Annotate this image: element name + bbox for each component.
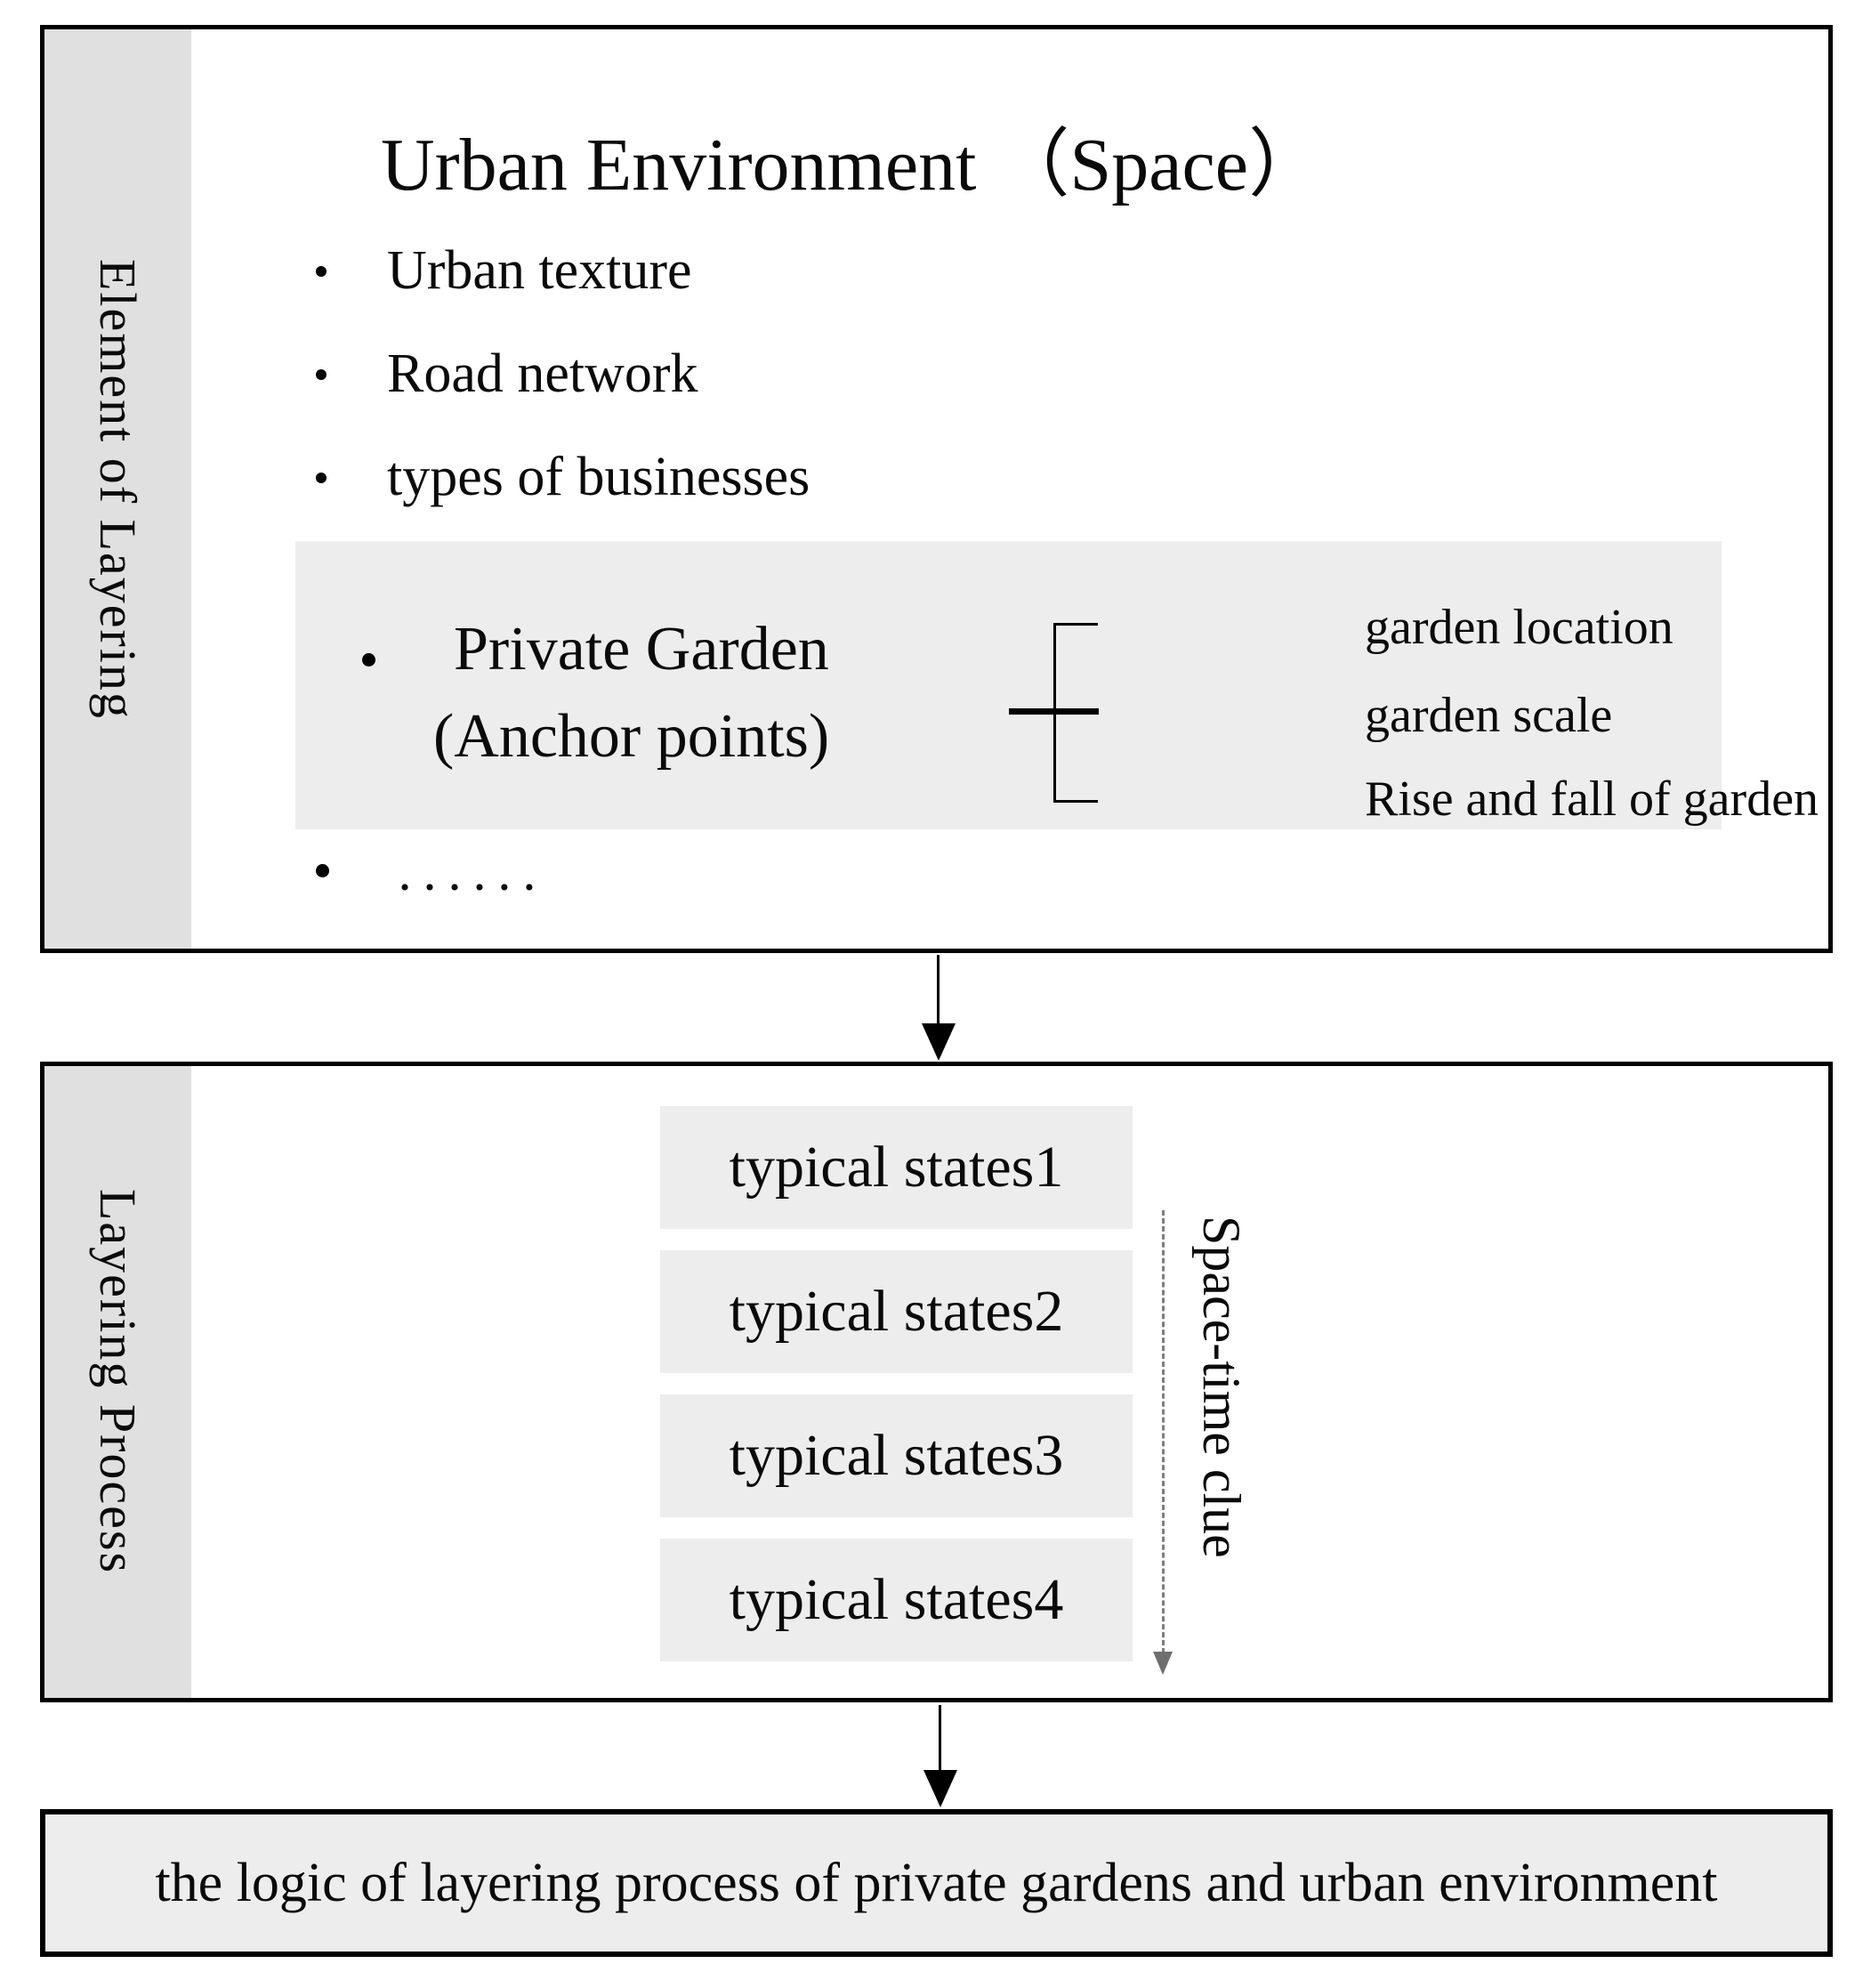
dashed-arrow-line <box>1162 1210 1165 1653</box>
branch-label: Rise and fall of garden <box>1365 772 1819 827</box>
bracket-bottom-tick <box>1053 800 1098 803</box>
conclusion-box: the logic of layering process of private… <box>40 1809 1833 1957</box>
box1-title: Urban Environment （Space） <box>381 124 1324 206</box>
down-arrow-icon <box>922 1023 956 1061</box>
bullet-icon <box>316 864 329 877</box>
typical-state-item: typical states2 <box>660 1250 1133 1373</box>
bullet-label: Urban texture <box>387 240 692 301</box>
down-arrow-line <box>937 955 940 1028</box>
typical-state-item: typical states3 <box>660 1394 1133 1517</box>
element-of-layering-box: Element of Layering Urban Environment （S… <box>40 25 1833 953</box>
ellipsis-label: ······ <box>396 858 545 917</box>
private-garden-label: Private Garden <box>454 615 829 683</box>
branch-label: garden location <box>1365 600 1673 655</box>
box2-sidebar-label: Layering Process <box>89 1189 147 1575</box>
down-arrow-line <box>939 1705 941 1774</box>
down-arrow-icon <box>923 1770 957 1807</box>
conclusion-label: the logic of layering process of private… <box>155 1852 1718 1913</box>
dashed-arrow-icon <box>1153 1652 1173 1675</box>
bullet-icon <box>316 266 327 277</box>
branch-label: garden scale <box>1365 688 1613 743</box>
box1-sidebar-label: Element of Layering <box>89 258 147 720</box>
layering-process-box: Layering Process typical states1 typical… <box>40 1062 1833 1702</box>
bullet-icon <box>316 473 327 483</box>
box2-sidebar: Layering Process <box>44 1066 191 1698</box>
private-garden-panel: Private Garden (Anchor points) garden lo… <box>295 541 1819 829</box>
bullet-icon <box>316 369 327 380</box>
box1-sidebar: Element of Layering <box>44 29 191 949</box>
bullet-icon <box>362 653 375 667</box>
bullet-label: types of businesses <box>387 447 811 507</box>
bullet-label: Road network <box>387 343 698 404</box>
space-time-clue-label: Space-time clue <box>1192 1216 1251 1558</box>
anchor-points-label: (Anchor points) <box>433 702 830 771</box>
bracket-top-tick <box>1053 623 1098 626</box>
typical-state-item: typical states1 <box>660 1106 1133 1229</box>
bracket-crossbar <box>1009 708 1099 715</box>
typical-state-item: typical states4 <box>660 1539 1133 1661</box>
